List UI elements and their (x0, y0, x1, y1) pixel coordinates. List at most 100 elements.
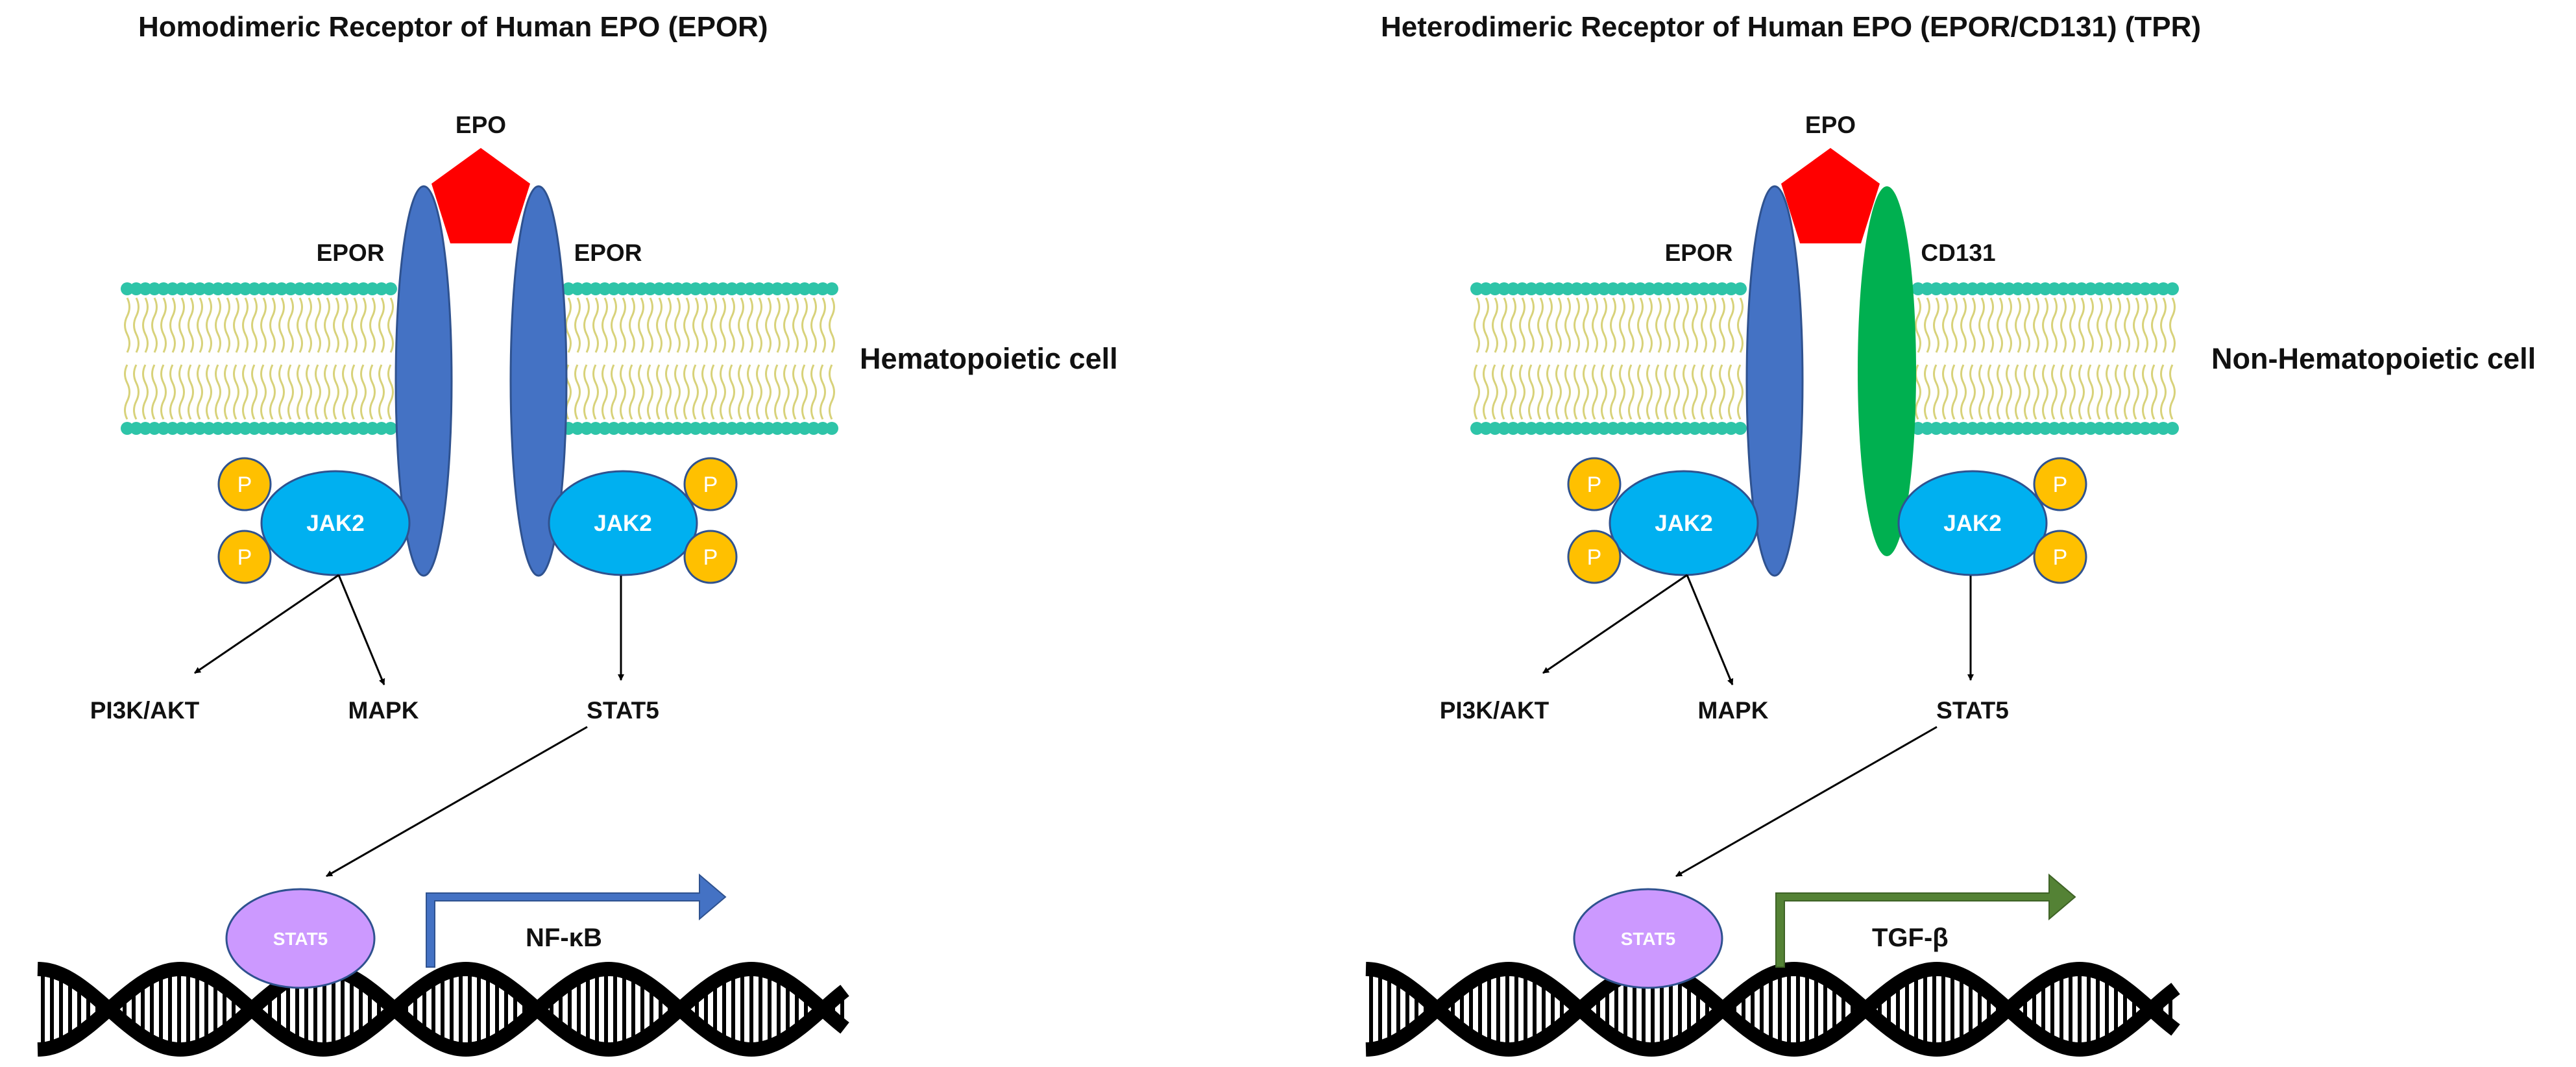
lipid-head (239, 282, 252, 295)
receptor-label-right: EPOR (574, 239, 642, 266)
lipid-head (339, 282, 352, 295)
stat5-transcription-factor (225, 888, 376, 989)
lipid-head (2048, 422, 2061, 435)
lipid-head (671, 422, 684, 435)
lipid-head (707, 422, 720, 435)
jak2-left (260, 470, 411, 576)
transcription-arrow (1775, 873, 2076, 968)
lipid-head (302, 282, 315, 295)
lipid-head (607, 282, 620, 295)
lipid-head (1679, 282, 1692, 295)
lipid-head (2166, 422, 2179, 435)
lipid-head (753, 422, 766, 435)
lipid-head (1607, 422, 1620, 435)
lipid-head (357, 282, 370, 295)
lipid-head (744, 422, 757, 435)
lipid-head (1479, 282, 1492, 295)
lipid-head (626, 282, 638, 295)
pathway-pi3k-akt: PI3K/AKT (1440, 697, 1549, 724)
receptor-label-left: EPOR (317, 239, 385, 266)
lipid-head (1598, 282, 1610, 295)
lipid-head (662, 422, 675, 435)
lipid-head (321, 422, 334, 435)
lipid-head (2093, 282, 2106, 295)
phosphate-circle (1567, 530, 1622, 584)
lipid-head (375, 422, 388, 435)
phosphate-group: P (2033, 530, 2087, 584)
jak2-right (1897, 470, 2048, 576)
lipid-head (266, 422, 279, 435)
lipid-head (1488, 422, 1501, 435)
lipid-head (2093, 422, 2106, 435)
phosphate-label: P (2053, 472, 2068, 497)
panel-title: Homodimeric Receptor of Human EPO (EPOR) (138, 11, 768, 43)
lipid-head (139, 422, 152, 435)
lipid-head (1543, 422, 1556, 435)
lipid-head (771, 422, 784, 435)
lipid-head (1939, 282, 1952, 295)
lipid-head (616, 282, 629, 295)
lipid-head (302, 422, 315, 435)
epor-receptor (1745, 185, 1804, 577)
lipid-head (825, 282, 838, 295)
lipid-head (1543, 282, 1556, 295)
lipid-head (1570, 422, 1583, 435)
lipid-head (257, 282, 270, 295)
phosphate-group: P (217, 457, 272, 511)
lipid-head (725, 282, 738, 295)
lipid-head (635, 422, 648, 435)
lipid-head (2148, 282, 2161, 295)
phosphate-group: P (1567, 530, 1622, 584)
lipid-head (1984, 422, 1997, 435)
phosphate-label: P (703, 472, 718, 497)
lipid-head (1697, 282, 1710, 295)
lipid-head (375, 282, 388, 295)
lipid-head (202, 282, 215, 295)
phosphate-group: P (217, 530, 272, 584)
lipid-head (1921, 282, 1934, 295)
lipid-head (330, 282, 343, 295)
lipid-head (1948, 422, 1961, 435)
lipid-head (1534, 422, 1547, 435)
lipid-head (212, 422, 225, 435)
lipid-head (1975, 422, 1988, 435)
transcription-arrow (426, 873, 727, 968)
lipid-head (357, 422, 370, 435)
lipid-head (184, 422, 197, 435)
lipid-head (1634, 422, 1647, 435)
lipid-head (2111, 422, 2124, 435)
lipid-head (366, 422, 379, 435)
lipid-head (202, 422, 215, 435)
epo-ligand-pentagon (431, 148, 530, 243)
lipid-head (2066, 422, 2079, 435)
lipid-head (2130, 282, 2143, 295)
lipid-head (148, 282, 161, 295)
lipid-head (311, 422, 324, 435)
lipid-head (2048, 282, 2061, 295)
lipid-head (339, 422, 352, 435)
lipid-head (735, 422, 747, 435)
arrow-to-mapk (1686, 574, 1734, 685)
lipid-head (139, 282, 152, 295)
lipid-head (771, 282, 784, 295)
pathway-pi3k-akt: PI3K/AKT (90, 697, 200, 724)
jak2-left (1609, 470, 1759, 576)
lipid-head (762, 282, 775, 295)
lipid-head (716, 422, 729, 435)
phosphate-label: P (703, 545, 718, 570)
lipid-head (798, 422, 811, 435)
phosphate-circle (1567, 457, 1622, 511)
panel-title: Heterodimeric Receptor of Human EPO (EPO… (1381, 11, 2201, 43)
lipid-head (807, 282, 820, 295)
lipid-head (2075, 282, 2088, 295)
lipid-head (2021, 282, 2034, 295)
lipid-head (798, 282, 811, 295)
lipid-head (1921, 422, 1934, 435)
lipid-head (2002, 282, 2015, 295)
cd131-receptor (1858, 186, 1916, 556)
dna-helix (1365, 961, 2180, 1057)
lipid-head (626, 422, 638, 435)
lipid-head (230, 282, 243, 295)
lipid-head (1957, 282, 1970, 295)
